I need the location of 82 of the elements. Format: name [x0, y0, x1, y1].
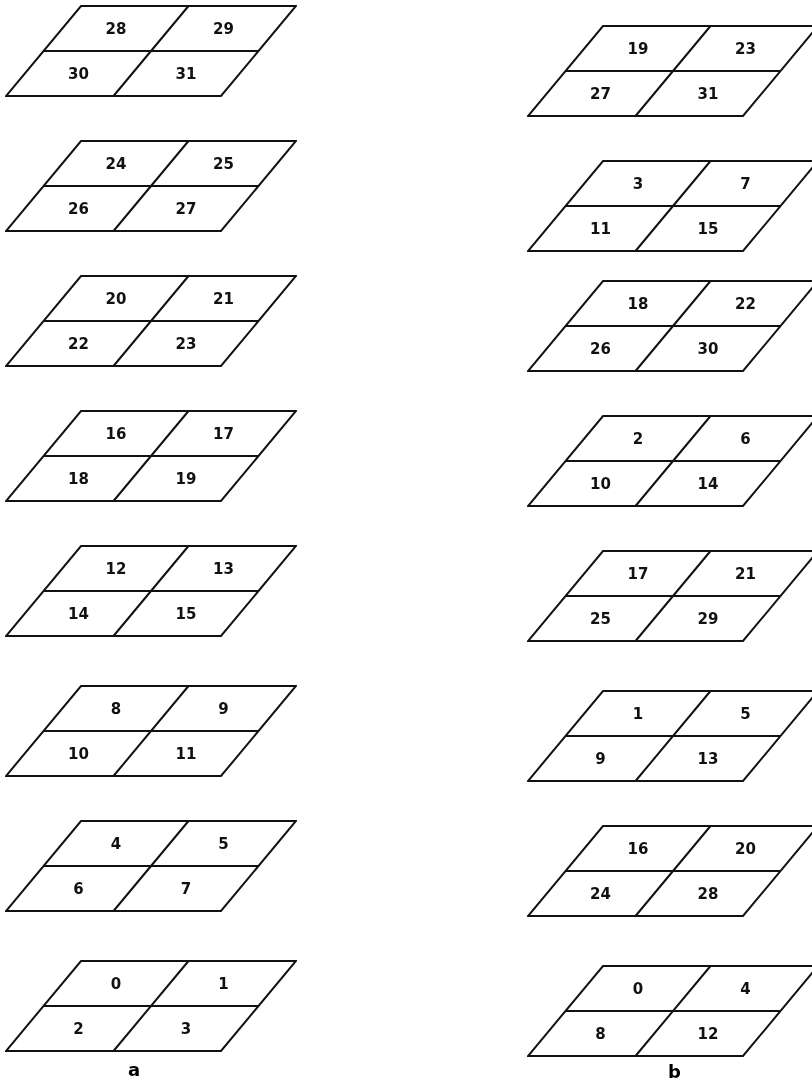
cell-number: 20 [735, 839, 756, 858]
grid-plate [527, 160, 812, 252]
cell-number: 15 [697, 219, 719, 238]
grid-plate [5, 410, 297, 502]
grid-plate [5, 545, 297, 637]
cell-number: 21 [213, 289, 234, 308]
cell-number: 24 [105, 154, 127, 173]
cell-number: 2 [632, 429, 644, 448]
cell-number: 6 [73, 879, 84, 898]
cell-number: 27 [175, 199, 197, 218]
cell-number: 8 [110, 699, 122, 718]
cell-number: 10 [590, 474, 611, 493]
cell-number: 17 [213, 424, 234, 443]
cell-number: 21 [735, 564, 756, 583]
panel-label: b [668, 1062, 681, 1082]
cell-number: 8 [595, 1024, 606, 1043]
cell-number: 11 [590, 219, 611, 238]
cell-number: 31 [697, 84, 719, 103]
cell-number: 12 [105, 559, 127, 578]
grid-plate [527, 825, 812, 917]
cell-number: 6 [740, 429, 751, 448]
cell-number: 18 [68, 469, 89, 488]
cell-number: 23 [735, 39, 756, 58]
cell-number: 0 [632, 979, 644, 998]
cell-number: 3 [180, 1019, 192, 1038]
cell-number: 19 [175, 469, 197, 488]
cell-number: 4 [740, 979, 751, 998]
cell-number: 14 [697, 474, 719, 493]
cell-number: 18 [627, 294, 649, 313]
cell-number: 13 [697, 749, 719, 768]
cell-number: 11 [175, 744, 197, 763]
cell-number: 9 [218, 699, 229, 718]
cell-number: 7 [740, 174, 751, 193]
cell-number: 9 [595, 749, 606, 768]
cell-number: 29 [213, 19, 234, 38]
cell-number: 5 [218, 834, 229, 853]
cell-number: 3 [632, 174, 644, 193]
cell-number: 16 [105, 424, 127, 443]
cell-number: 20 [105, 289, 127, 308]
cell-number: 7 [180, 879, 192, 898]
cell-number: 30 [697, 339, 719, 358]
grid-plate [527, 415, 812, 507]
cell-number: 25 [590, 609, 611, 628]
cell-number: 12 [697, 1024, 719, 1043]
grid-plate [527, 965, 812, 1057]
cell-number: 16 [627, 839, 649, 858]
cell-number: 1 [632, 704, 644, 723]
cell-number: 26 [68, 199, 89, 218]
cell-number: 19 [627, 39, 649, 58]
grid-plate [527, 280, 812, 372]
cell-number: 23 [175, 334, 197, 353]
cell-number: 5 [740, 704, 751, 723]
grid-plate [5, 820, 297, 912]
cell-number: 28 [697, 884, 719, 903]
grid-plate [527, 690, 812, 782]
cell-number: 0 [110, 974, 122, 993]
grid-plate [527, 25, 812, 117]
cell-number: 22 [735, 294, 756, 313]
cell-number: 25 [213, 154, 234, 173]
cell-number: 15 [175, 604, 197, 623]
cell-number: 1 [218, 974, 229, 993]
cell-number: 17 [627, 564, 649, 583]
cell-number: 4 [110, 834, 122, 853]
grid-plate [5, 960, 297, 1052]
cell-number: 30 [68, 64, 89, 83]
cell-number: 22 [68, 334, 89, 353]
cell-number: 24 [590, 884, 611, 903]
grid-plate [5, 5, 297, 97]
cell-number: 28 [105, 19, 127, 38]
grid-plate [527, 550, 812, 642]
panel-label: a [128, 1060, 141, 1080]
grid-plate [5, 275, 297, 367]
cell-number: 27 [590, 84, 611, 103]
cell-number: 13 [213, 559, 234, 578]
cell-number: 10 [68, 744, 89, 763]
grid-plate [5, 685, 297, 777]
cell-number: 14 [68, 604, 89, 623]
cell-number: 31 [175, 64, 197, 83]
cell-number: 2 [73, 1019, 84, 1038]
cell-number: 29 [697, 609, 719, 628]
cell-number: 26 [590, 339, 611, 358]
grid-plate [5, 140, 297, 232]
